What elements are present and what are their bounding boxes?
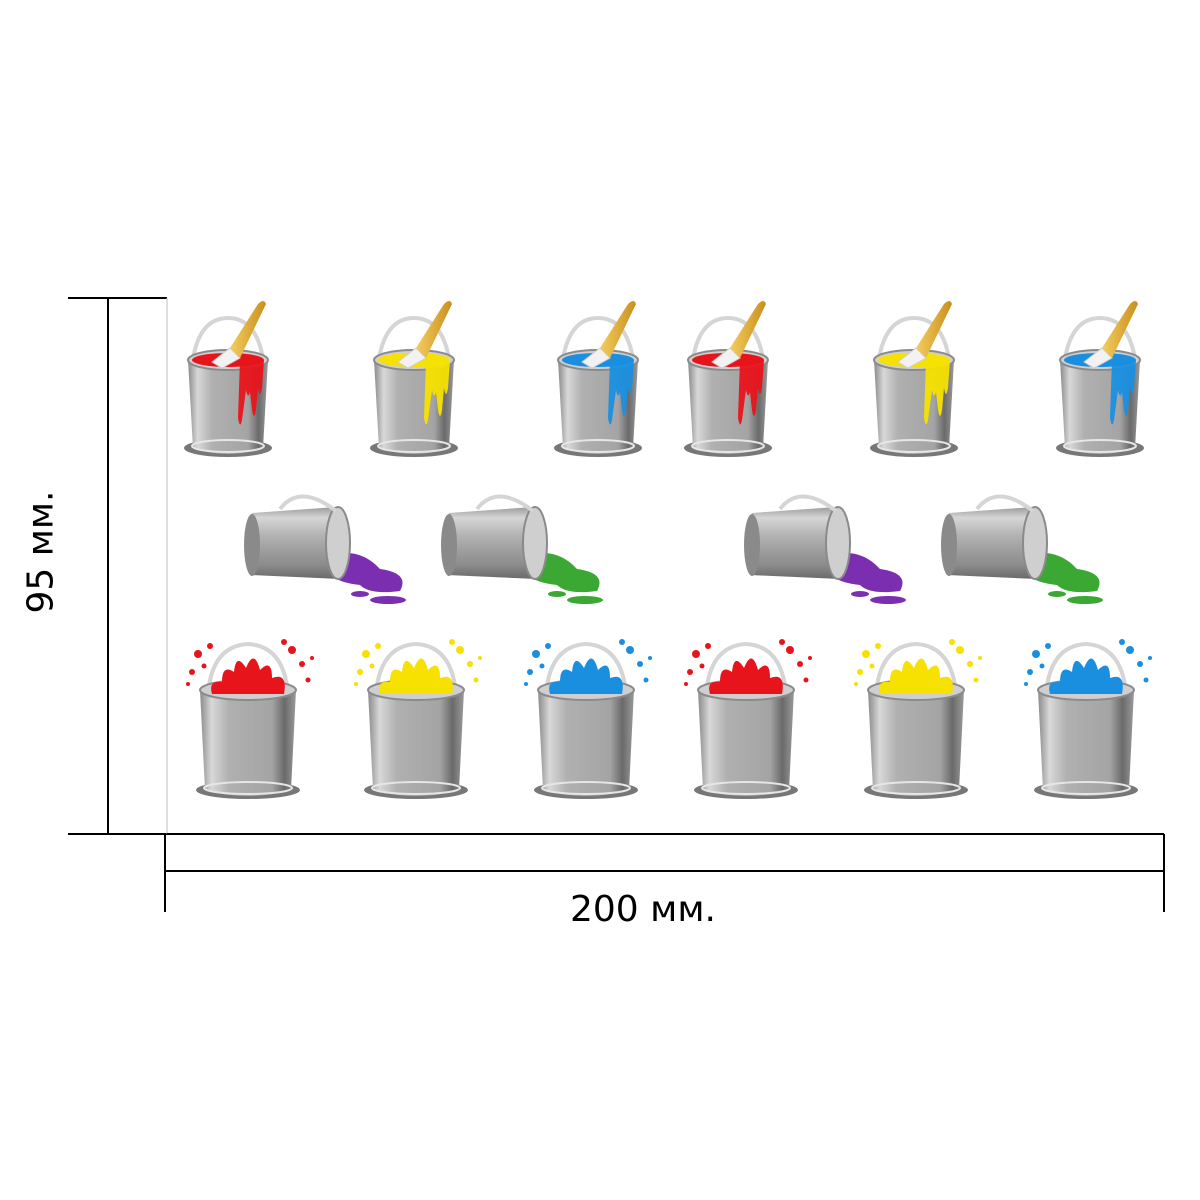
- width-dimension-label: 200 мм.: [570, 889, 716, 930]
- brush-bucket-row: [184, 301, 1144, 457]
- brush-bucket-yellow: [870, 301, 958, 457]
- splash-bucket-red: [186, 639, 314, 799]
- brush-bucket-red: [184, 301, 272, 457]
- splash-bucket-blue: [524, 639, 652, 799]
- tipped-bucket-purple: [744, 494, 906, 604]
- brush-bucket-red: [684, 301, 772, 457]
- brush-bucket-yellow: [370, 301, 458, 457]
- height-dimension-label: 95 мм.: [20, 490, 62, 614]
- tipped-bucket-purple: [244, 494, 406, 604]
- splash-bucket-yellow: [354, 639, 482, 799]
- splash-bucket-red: [684, 639, 812, 799]
- splash-bucket-yellow: [854, 639, 982, 799]
- tipped-bucket-row: [244, 494, 1103, 604]
- tipped-bucket-green: [441, 494, 603, 604]
- tipped-bucket-green: [941, 494, 1103, 604]
- width-dimension: [164, 833, 1165, 912]
- brush-bucket-blue: [1056, 301, 1144, 457]
- splash-bucket-row: [186, 639, 1152, 799]
- brush-bucket-blue: [554, 301, 642, 457]
- height-dimension: [68, 297, 167, 835]
- splash-bucket-blue: [1024, 639, 1152, 799]
